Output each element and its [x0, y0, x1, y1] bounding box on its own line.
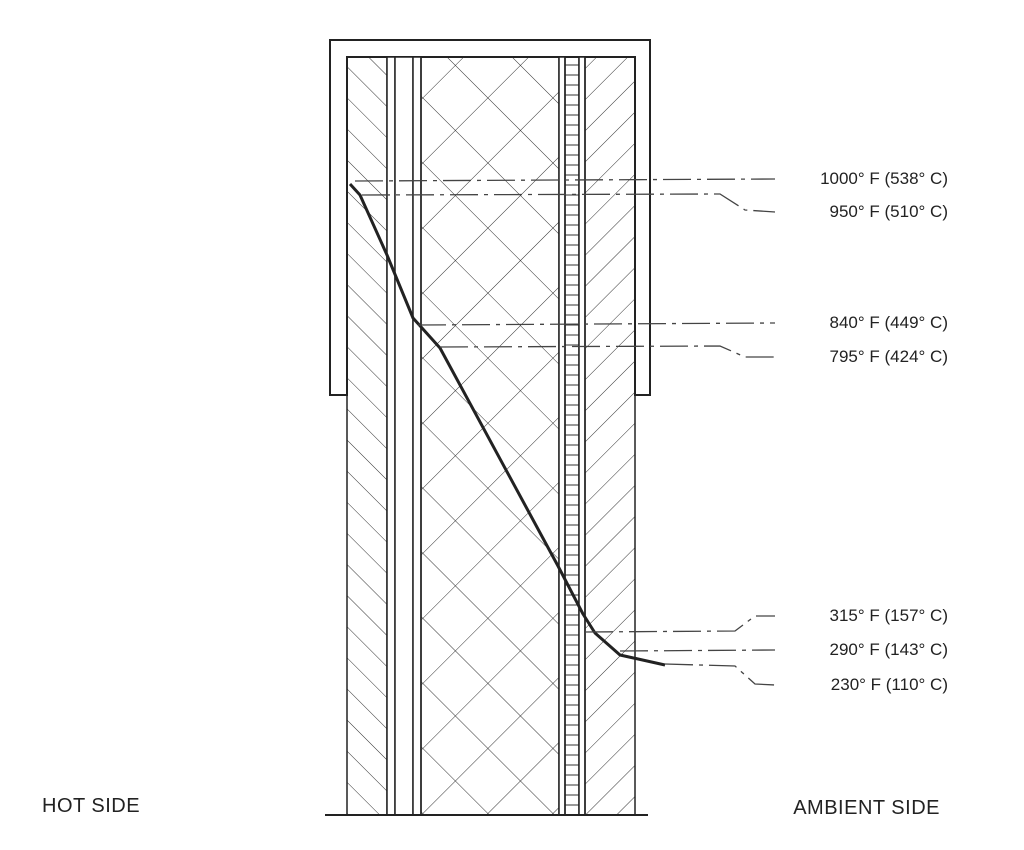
leader-950 — [361, 193, 776, 213]
temperature-label-840f: 840° F (449° C) — [829, 313, 948, 332]
leader-795 — [439, 345, 775, 358]
temperature-label-950f: 950° F (510° C) — [829, 202, 948, 221]
layer-gap — [558, 56, 566, 816]
layer-plain-1 — [386, 56, 396, 816]
temperature-label-230f: 230° F (110° C) — [830, 675, 948, 694]
ambient-side-label: AMBIENT SIDE — [793, 797, 940, 819]
layer-plain-2 — [394, 56, 414, 816]
leader-315 — [584, 615, 775, 633]
leader-1000 — [354, 178, 776, 182]
temperature-label-1000f: 1000° F (538° C) — [820, 169, 948, 188]
hot-side-label: HOT SIDE — [42, 795, 141, 817]
temperature-profile-curve — [348, 182, 666, 667]
layer-gap-2 — [578, 56, 586, 816]
layer-insulation — [420, 56, 560, 816]
leader-840 — [417, 322, 776, 326]
temperature-label-315f: 315° F (157° C) — [829, 606, 948, 625]
temperature-label-290f: 290° F (143° C) — [829, 640, 948, 659]
layer-outer — [584, 56, 636, 816]
leader-290 — [619, 649, 776, 652]
temperature-label-795f: 795° F (424° C) — [829, 347, 948, 366]
layer-plain-3 — [412, 56, 422, 816]
layer-hot-face — [346, 56, 388, 816]
leader-230 — [664, 663, 776, 686]
layer-ladder — [564, 56, 580, 816]
